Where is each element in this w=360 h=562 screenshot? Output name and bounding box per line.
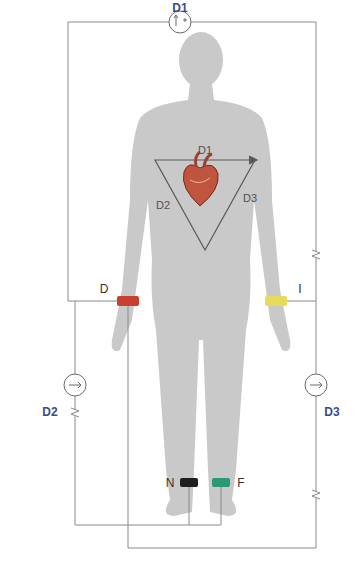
lead-wires	[68, 22, 316, 548]
meter-label: D3	[322, 405, 341, 419]
electrode-label: F	[235, 476, 246, 490]
meter-label: D1	[170, 1, 189, 15]
meter-symbol	[64, 11, 327, 396]
electrode-label: D	[98, 282, 111, 296]
lead-axis-label: D1	[196, 144, 214, 157]
lead-axis-label: D2	[154, 199, 172, 212]
electrode-label: N	[164, 476, 177, 490]
resistor-symbol	[71, 250, 320, 499]
body-silhouette	[112, 32, 291, 516]
electrode-label: I	[296, 282, 303, 296]
lead-axis-label: D3	[241, 192, 259, 205]
meter-label: D2	[40, 405, 59, 419]
electrode	[117, 296, 287, 487]
einthoven-triangle	[155, 156, 257, 250]
